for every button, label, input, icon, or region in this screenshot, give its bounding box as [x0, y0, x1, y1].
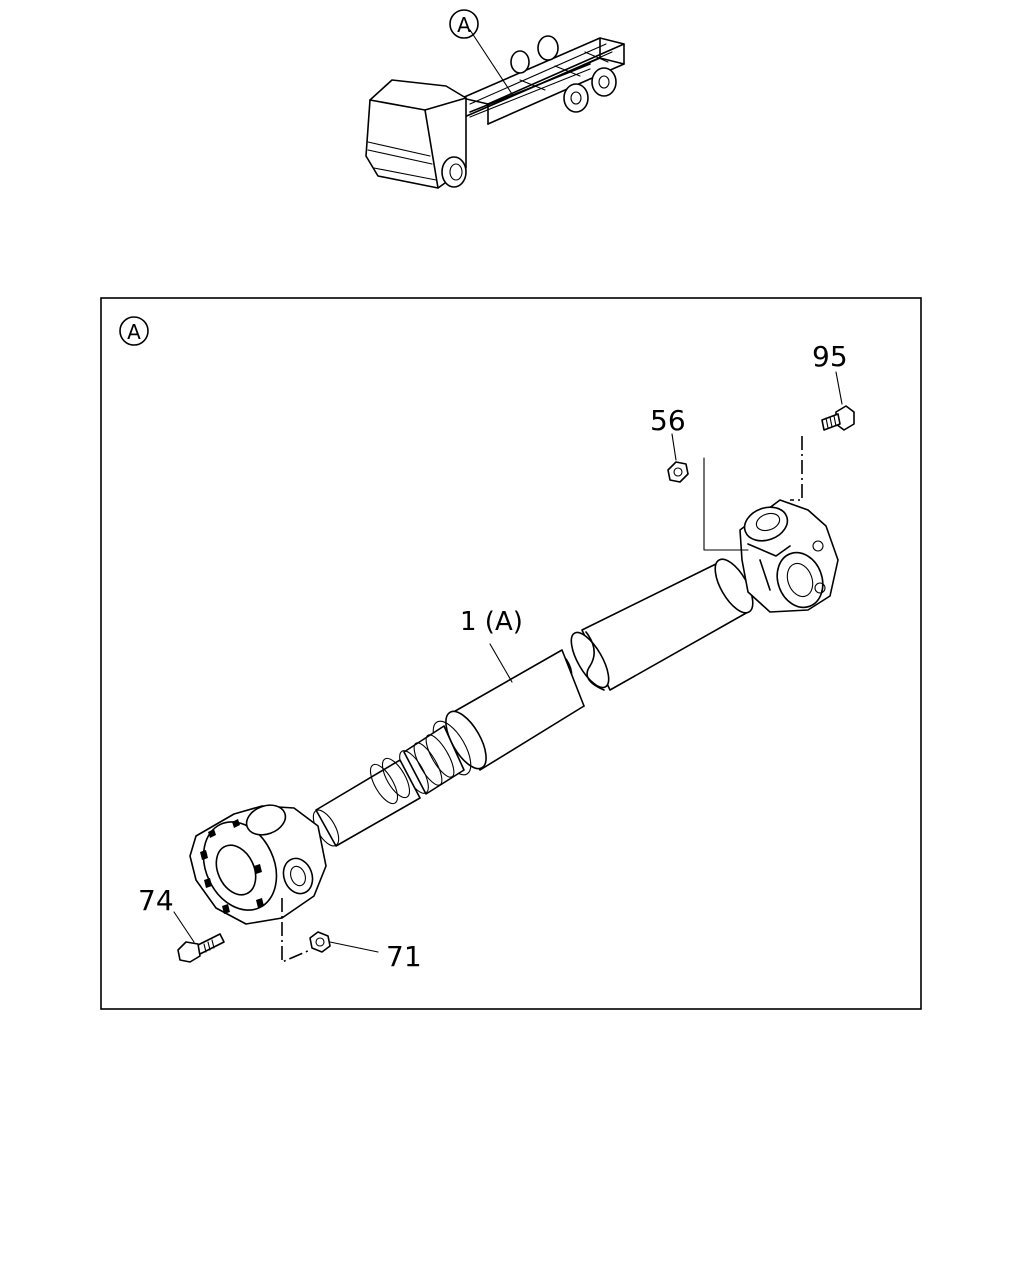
label-part-71: 71 — [386, 940, 422, 973]
propeller-shaft — [312, 558, 754, 847]
nut-56 — [667, 457, 749, 551]
leader-part-1 — [489, 643, 513, 683]
front-universal-joint — [189, 804, 327, 925]
nut-71 — [281, 898, 379, 964]
truck-overview: A — [365, 9, 625, 189]
leader-part-95 — [835, 371, 843, 405]
propeller-shaft-overview — [469, 63, 591, 113]
bolt-74 — [173, 911, 225, 963]
leader-part-56 — [671, 433, 677, 461]
rear-wheels — [510, 35, 617, 113]
bolt-95 — [790, 405, 855, 501]
label-part-74: 74 — [138, 884, 174, 917]
cab — [365, 79, 467, 189]
overview-callout: A — [457, 13, 471, 37]
rear-universal-joint — [739, 499, 839, 613]
label-part-56: 56 — [650, 404, 686, 437]
label-part-1: 1 (A) — [460, 607, 523, 637]
label-part-95: 95 — [812, 340, 848, 373]
detail-callout: A — [127, 320, 141, 344]
detail-frame — [100, 297, 922, 1010]
